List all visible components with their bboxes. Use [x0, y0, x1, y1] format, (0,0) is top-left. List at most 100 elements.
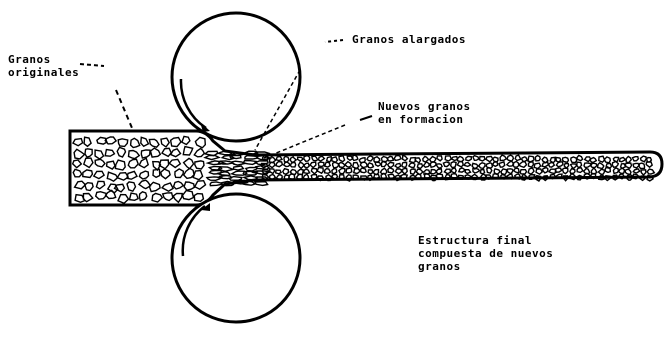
new-grain [417, 164, 422, 169]
new-grain [457, 162, 463, 167]
original-grain [171, 138, 181, 147]
new-grain [522, 157, 527, 162]
new-grain [424, 162, 430, 167]
new-grain [536, 169, 542, 174]
elongated-grain [217, 172, 230, 176]
new-grain [507, 155, 513, 161]
leader-elongated-grains-h [325, 40, 343, 42]
new-grain [415, 158, 420, 163]
original-grain [75, 181, 86, 189]
original-grain [183, 191, 194, 200]
upper-roller [172, 13, 300, 141]
label-final-structure: Estructura final compuesta de nuevos gra… [418, 234, 553, 273]
original-grain [85, 183, 93, 191]
new-grain [604, 157, 610, 163]
new-grain [625, 163, 631, 168]
new-grain [304, 156, 310, 162]
new-grain [542, 162, 548, 167]
new-grain [507, 169, 513, 174]
new-grain [374, 157, 380, 162]
new-grain [376, 162, 382, 166]
new-grain [298, 157, 303, 161]
new-grain [423, 156, 429, 162]
new-grain [332, 157, 338, 162]
new-grain [619, 168, 625, 173]
new-grain [443, 162, 449, 167]
original-grain [151, 148, 161, 157]
new-grain [353, 163, 359, 169]
lower-roller [172, 194, 300, 322]
new-grain [570, 169, 575, 174]
new-grain [633, 157, 639, 161]
new-grain [515, 155, 521, 160]
new-grain [528, 168, 534, 174]
new-grain [339, 169, 345, 174]
original-grain [74, 149, 84, 159]
new-grain [402, 162, 407, 167]
new-grain [269, 162, 275, 167]
original-grain [149, 182, 160, 191]
original-grain [193, 171, 202, 180]
new-grain [584, 163, 591, 168]
original-grain [84, 158, 93, 167]
new-grain [436, 169, 442, 174]
new-grain [487, 167, 492, 173]
original-grain [162, 183, 173, 191]
original-grain [162, 148, 171, 156]
original-grain [194, 149, 204, 157]
new-grain [514, 168, 519, 173]
new-grain [625, 169, 631, 174]
new-grain [563, 157, 569, 162]
new-grain [556, 162, 563, 167]
new-grain [388, 162, 394, 167]
new-grain [367, 156, 373, 161]
original-grain [194, 194, 203, 202]
new-grain [276, 170, 281, 174]
label-elongated-grains: Granos alargados [352, 33, 466, 46]
new-grain [445, 156, 451, 161]
new-grain [388, 168, 394, 173]
new-grain [332, 169, 337, 174]
original-grain [171, 149, 181, 157]
new-grain [368, 170, 373, 174]
new-grain [310, 162, 316, 168]
original-grain [94, 171, 104, 178]
new-grain [486, 156, 493, 161]
new-grain [571, 164, 577, 169]
new-grain [354, 169, 361, 174]
original-grain [85, 149, 92, 157]
new-grain [409, 163, 415, 168]
new-grain [333, 162, 339, 168]
elongated-grain [205, 155, 219, 159]
original-grain [127, 182, 136, 191]
new-grain [480, 170, 484, 174]
new-grain [410, 169, 415, 174]
new-grain [346, 168, 352, 173]
new-grain [325, 169, 331, 174]
original-grain [175, 169, 184, 178]
new-grain [327, 157, 332, 163]
new-grain [641, 156, 647, 162]
new-grain [473, 156, 479, 161]
elongated-grain [246, 167, 257, 171]
original-grain [107, 161, 115, 169]
label-final-structure-line3: granos [418, 260, 553, 273]
new-grain [620, 157, 626, 161]
new-grain [473, 168, 480, 173]
original-grain [129, 151, 140, 159]
new-grain [283, 169, 289, 175]
new-grain [529, 162, 534, 167]
original-grains-region [73, 136, 206, 203]
new-grain [499, 162, 505, 167]
label-original-grains-line2: originales [8, 66, 79, 79]
new-grain [403, 155, 408, 161]
new-grain [543, 168, 548, 173]
new-grain [641, 170, 646, 175]
original-grain [118, 195, 129, 204]
new-grain [571, 157, 577, 163]
original-grain [84, 137, 91, 146]
new-grain [381, 162, 386, 167]
new-grain [368, 163, 374, 168]
new-grain [598, 169, 604, 174]
new-grain [284, 162, 290, 166]
